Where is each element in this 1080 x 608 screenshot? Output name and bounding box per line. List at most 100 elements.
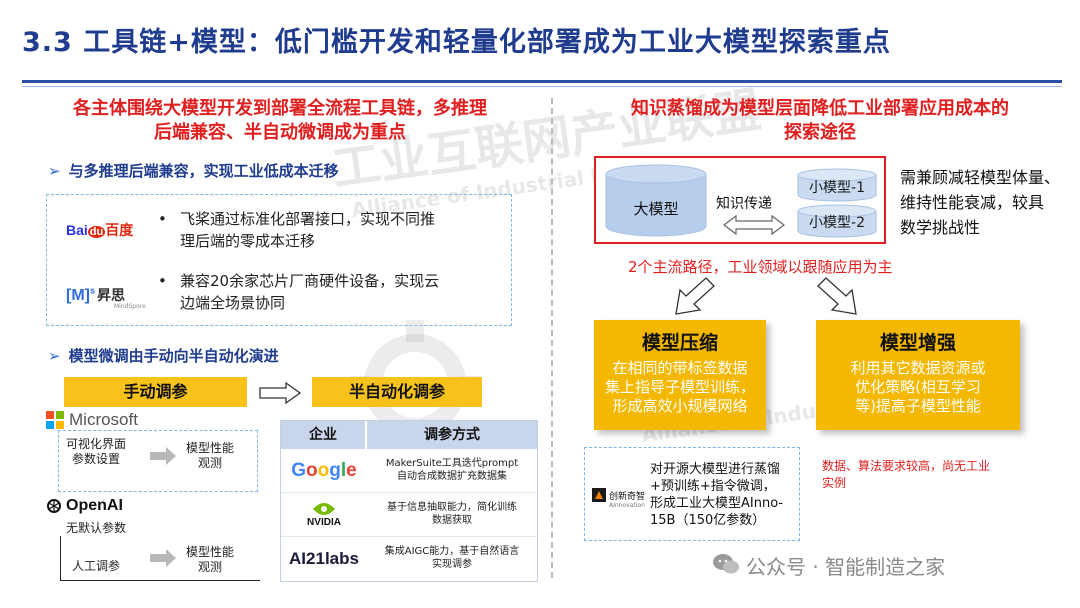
arrow-down-right-icon	[817, 277, 857, 315]
arrow-right-icon	[150, 447, 176, 465]
footer-account: 公众号 · 智能制造之家	[746, 555, 946, 579]
big-model-cylinder-icon	[605, 164, 707, 237]
ainno-logo: 创新奇智 AInnovation	[592, 488, 645, 509]
side-note-line1: 需兼顾减轻模型体量、	[900, 168, 1061, 187]
ms-step2-line1: 模型性能	[186, 441, 235, 455]
openai-flow-bracket	[60, 536, 260, 581]
ms-step1-line2: 参数设置	[72, 452, 121, 466]
google-logo: Google	[291, 459, 357, 481]
manual-tuning-label: 手动调参	[64, 377, 247, 407]
ainno-logo-sub: AInnovation	[609, 502, 645, 509]
side-note-line2: 维持性能衰减，较具	[900, 193, 1045, 212]
table-header-method: 调参方式	[367, 421, 537, 449]
box1-line3: 形成高效小规模网络	[612, 397, 748, 415]
arrow-down-left-icon	[675, 277, 715, 315]
table-row: AI21labs 集成AIGC能力，基于自然语言 实现调参	[281, 537, 537, 581]
oa-step2-line2: 观测	[198, 560, 223, 574]
left-heading: 各主体围绕大模型开发到部署全流程工具链，多推理 后端兼容、半自动微调成为重点	[30, 97, 530, 145]
google-method-line2: 自动合成数据扩充数据集	[397, 471, 507, 482]
baidu-text-line1: 飞桨通过标准化部署接口，实现不同推	[180, 210, 436, 228]
arrow-right-icon	[150, 549, 176, 567]
oa-step2: 模型性能 观测	[186, 545, 234, 575]
ms-step2-line2: 观测	[198, 456, 223, 470]
ai21labs-logo: AI21labs	[289, 549, 359, 568]
table-row: Google MakerSuite工具迭代prompt 自动合成数据扩充数据集	[281, 449, 537, 493]
side-note: 需兼顾减轻模型体量、 维持性能衰减，较具 数学挑战性	[900, 165, 1060, 240]
model-compression-text: 在相同的带标签数据 集上指导子模型训练， 形成高效小规模网络	[594, 359, 766, 416]
red-note-line1: 数据、算法要求较高，尚无工业	[822, 459, 991, 473]
ai21labs-method-line1: 集成AIGC能力，基于自然语言	[384, 546, 520, 557]
table-header-company: 企业	[281, 421, 367, 449]
nvidia-method-line2: 数据获取	[432, 515, 472, 526]
right-heading: 知识蒸馏成为模型层面降低工业部署应用成本的 探索途径	[570, 97, 1070, 145]
ainno-line1: 对开源大模型进行蒸馏	[650, 462, 781, 477]
openai-logo: OpenAI	[46, 497, 123, 515]
ms-step1-line1: 可视化界面	[66, 437, 127, 451]
inference-box	[46, 194, 512, 326]
double-arrow-icon	[723, 214, 785, 236]
model-enhancement-box: 模型增强 利用其它数据资源或 优化策略(相互学习 等)提高子模型性能	[816, 320, 1020, 430]
model-compression-title: 模型压缩	[641, 332, 718, 354]
model-compression-box: 模型压缩 在相同的带标签数据 集上指导子模型训练， 形成高效小规模网络	[594, 320, 766, 430]
oa-step1: 人工调参	[72, 559, 121, 573]
nvidia-method-line1: 基于信息抽取能力，简化训练	[387, 502, 517, 513]
right-heading-line1: 知识蒸馏成为模型层面降低工业部署应用成本的	[631, 98, 1009, 119]
ainno-mark-icon	[592, 488, 606, 502]
mindspore-bullet: • 兼容20余家芯片厂商硬件设备，实现云 边端全场景协同	[158, 270, 508, 314]
ai21labs-method-line2: 实现调参	[432, 559, 472, 570]
oa-step0: 无默认参数	[66, 521, 127, 535]
red-note-line2: 实例	[822, 476, 847, 490]
ainno-text: 对开源大模型进行蒸馏 +预训练+指令微调， 形成工业大模型AInno- 15B（…	[650, 461, 783, 529]
box1-line1: 在相同的带标签数据	[612, 359, 748, 377]
small-model-1-cylinder-icon	[797, 168, 877, 202]
center-divider	[551, 98, 553, 578]
table-row: NVIDIA 基于信息抽取能力，简化训练 数据获取	[281, 493, 537, 537]
paths-note: 2个主流路径，工业领域以跟随应用为主	[628, 258, 893, 276]
ainno-line3: 形成工业大模型AInno-	[650, 496, 784, 511]
microsoft-text: Microsoft	[69, 410, 138, 429]
box1-line2: 集上指导子模型训练，	[604, 378, 755, 396]
small-model-1-label: 小模型-1	[809, 180, 865, 196]
arrow-right-outline-icon	[259, 381, 302, 405]
big-model-label: 大模型	[633, 200, 679, 218]
title-rule-thin	[22, 86, 1062, 87]
box2-line2: 优化策略(相互学习	[855, 378, 981, 396]
openai-text: OpenAI	[66, 497, 123, 514]
left-heading-line2: 后端兼容、半自动微调成为重点	[154, 122, 406, 143]
tuning-table: 企业 调参方式 Google MakerSuite工具迭代prompt 自动合成…	[280, 420, 538, 582]
box2-line3: 等)提高子模型性能	[855, 397, 981, 415]
side-note-line3: 数学挑战性	[900, 218, 981, 237]
page-title: 3.3 工具链+模型：低门槛开发和轻量化部署成为工业大模型探索重点	[22, 27, 891, 58]
small-model-2-cylinder-icon	[797, 204, 877, 238]
nvidia-eye-icon	[313, 503, 335, 515]
microsoft-logo: Microsoft	[46, 410, 138, 430]
openai-knot-icon	[47, 499, 61, 513]
right-heading-line2: 探索途径	[784, 122, 856, 143]
table-header-row: 企业 调参方式	[281, 421, 537, 449]
subheading-inference: ➢与多推理后端兼容，实现工业低成本迁移	[48, 160, 339, 181]
mindspore-sub: MindSpore	[114, 303, 146, 310]
ainno-line2: +预训练+指令微调，	[650, 479, 776, 494]
ainno-line4: 15B（150亿参数）	[650, 513, 766, 528]
transfer-label: 知识传递	[716, 196, 772, 212]
model-enhancement-title: 模型增强	[879, 332, 956, 354]
wechat-icon	[713, 554, 739, 574]
subheading-inference-text: 与多推理后端兼容，实现工业低成本迁移	[68, 162, 339, 180]
chevron-right-icon: ➢	[48, 347, 61, 365]
left-heading-line1: 各主体围绕大模型开发到部署全流程工具链，多推理	[73, 98, 487, 119]
mindspore-text-line2: 边端全场景协同	[180, 294, 286, 312]
small-model-2-label: 小模型-2	[809, 215, 865, 231]
baidu-text-line2: 理后端的零成本迁移	[180, 232, 316, 250]
model-enhancement-text: 利用其它数据资源或 优化策略(相互学习 等)提高子模型性能	[816, 359, 1020, 416]
ainno-box	[584, 447, 800, 541]
microsoft-flow-box	[58, 430, 258, 492]
subheading-finetune-text: 模型微调由手动向半自动化演进	[68, 347, 279, 365]
google-method: MakerSuite工具迭代prompt 自动合成数据扩充数据集	[367, 449, 537, 492]
red-note: 数据、算法要求较高，尚无工业 实例	[822, 458, 990, 492]
nvidia-method: 基于信息抽取能力，简化训练 数据获取	[367, 493, 537, 536]
title-rule	[22, 80, 1062, 83]
ainno-logo-text: 创新奇智	[609, 491, 646, 502]
ai21labs-method: 集成AIGC能力，基于自然语言 实现调参	[367, 537, 537, 581]
